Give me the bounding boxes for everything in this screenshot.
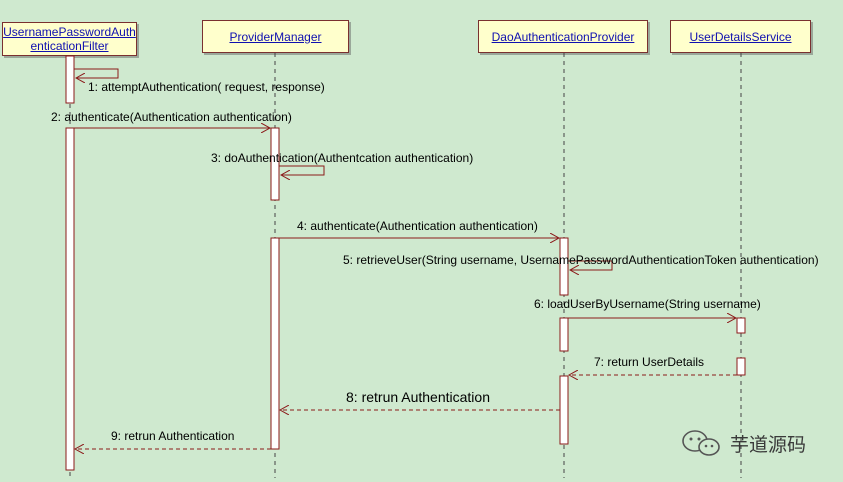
message-label-5: 5: retrieveUser(String username, Usernam… [343, 253, 819, 267]
lifeline-head-manager: ProviderManager [202, 20, 349, 53]
message-arrow-1 [74, 68, 119, 78]
activation-uds-2 [736, 357, 746, 376]
activation-dao-2 [559, 317, 569, 352]
lifeline-head-filter: UsernamePasswordAuth enticationFilter [2, 22, 137, 56]
lifeline-label-filter-1: UsernamePasswordAuth [3, 25, 136, 39]
message-label-9: 9: retrun Authentication [111, 429, 234, 443]
message-label-2: 2: authenticate(Authentication authentic… [51, 110, 292, 124]
activation-filter-2 [65, 127, 75, 471]
lifeline-label-uds: UserDetailsService [689, 29, 792, 44]
activation-manager-1 [270, 127, 280, 201]
activation-dao-3 [559, 375, 569, 445]
message-label-1: 1: attemptAuthentication( request, respo… [88, 80, 325, 94]
activation-uds-1 [736, 317, 746, 334]
message-label-4: 4: authenticate(Authentication authentic… [297, 219, 538, 233]
message-label-3: 3: doAuthentication(Authentcation authen… [211, 151, 473, 165]
lifeline-label-manager: ProviderManager [229, 29, 322, 44]
watermark-text: 芋道源码 [730, 433, 807, 456]
lifeline-head-dao: DaoAuthenticationProvider [478, 20, 648, 53]
wechat-icon [682, 430, 720, 456]
activation-dao-1 [559, 237, 569, 296]
message-label-7: 7: return UserDetails [594, 355, 704, 369]
lifeline-label-dao: DaoAuthenticationProvider [491, 29, 635, 44]
message-label-8: 8: retrun Authentication [346, 389, 490, 405]
message-arrow-5 [568, 260, 613, 270]
activation-filter-1 [65, 55, 75, 104]
message-arrow-3 [279, 165, 325, 175]
lifeline-label-filter-2: enticationFilter [30, 39, 109, 53]
activation-manager-2 [270, 237, 280, 450]
watermark: 芋道源码 [680, 428, 806, 458]
message-label-6: 6: loadUserByUsername(String username) [534, 297, 761, 311]
lifeline-head-uds: UserDetailsService [670, 20, 811, 53]
